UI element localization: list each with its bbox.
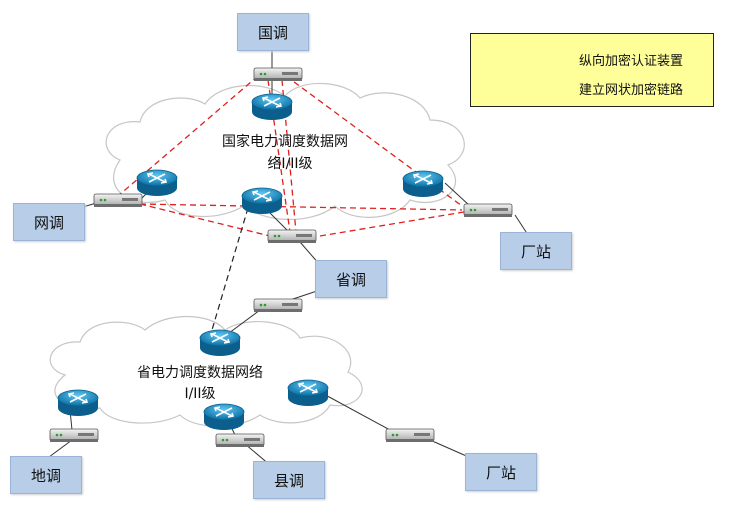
encryption-device-icon (253, 298, 303, 313)
router-icon (287, 379, 329, 407)
node-xiandiao: 县调 (253, 461, 325, 499)
router-icon (251, 93, 293, 121)
provincial-network-label-line1: 省电力调度数据网络 (137, 365, 263, 381)
node-wangdiao: 网调 (13, 203, 85, 241)
legend: 纵向加密认证装置 建立网状加密链路 (470, 33, 714, 107)
provincial-network-cloud (49, 315, 363, 427)
encryption-device-icon (253, 67, 303, 82)
encryption-device-icon (215, 433, 265, 448)
national-network-cloud (105, 82, 465, 221)
national-network-label-line2: 络I/II级 (267, 156, 312, 172)
node-guodiao: 国调 (237, 13, 309, 51)
router-icon (136, 169, 178, 197)
encryption-device-icon (93, 193, 143, 208)
router-icon (203, 403, 245, 431)
node-changzhan-bottom: 厂站 (465, 453, 537, 491)
node-shengdiao: 省调 (315, 260, 387, 298)
node-didiao: 地调 (10, 456, 82, 494)
encryption-device-icon (49, 428, 99, 443)
router-icon (57, 389, 99, 417)
legend-device-label: 纵向加密认证装置 (579, 54, 684, 69)
encryption-device-icon (385, 428, 435, 443)
encryption-device-icon (463, 203, 513, 218)
legend-row-device: 纵向加密认证装置 (471, 47, 713, 71)
legend-row-link: 建立网状加密链路 (471, 76, 713, 100)
router-icon (199, 329, 241, 357)
national-network-label-line1: 国家电力调度数据网 (222, 133, 348, 150)
provincial-network-label-line2: I/II级 (184, 386, 215, 402)
node-changzhan-top: 厂站 (500, 232, 572, 270)
legend-link-label: 建立网状加密链路 (579, 83, 684, 98)
router-icon (241, 187, 283, 215)
encryption-device-icon (267, 229, 317, 244)
router-icon (402, 170, 444, 198)
backbone-dashed-link (211, 207, 249, 331)
